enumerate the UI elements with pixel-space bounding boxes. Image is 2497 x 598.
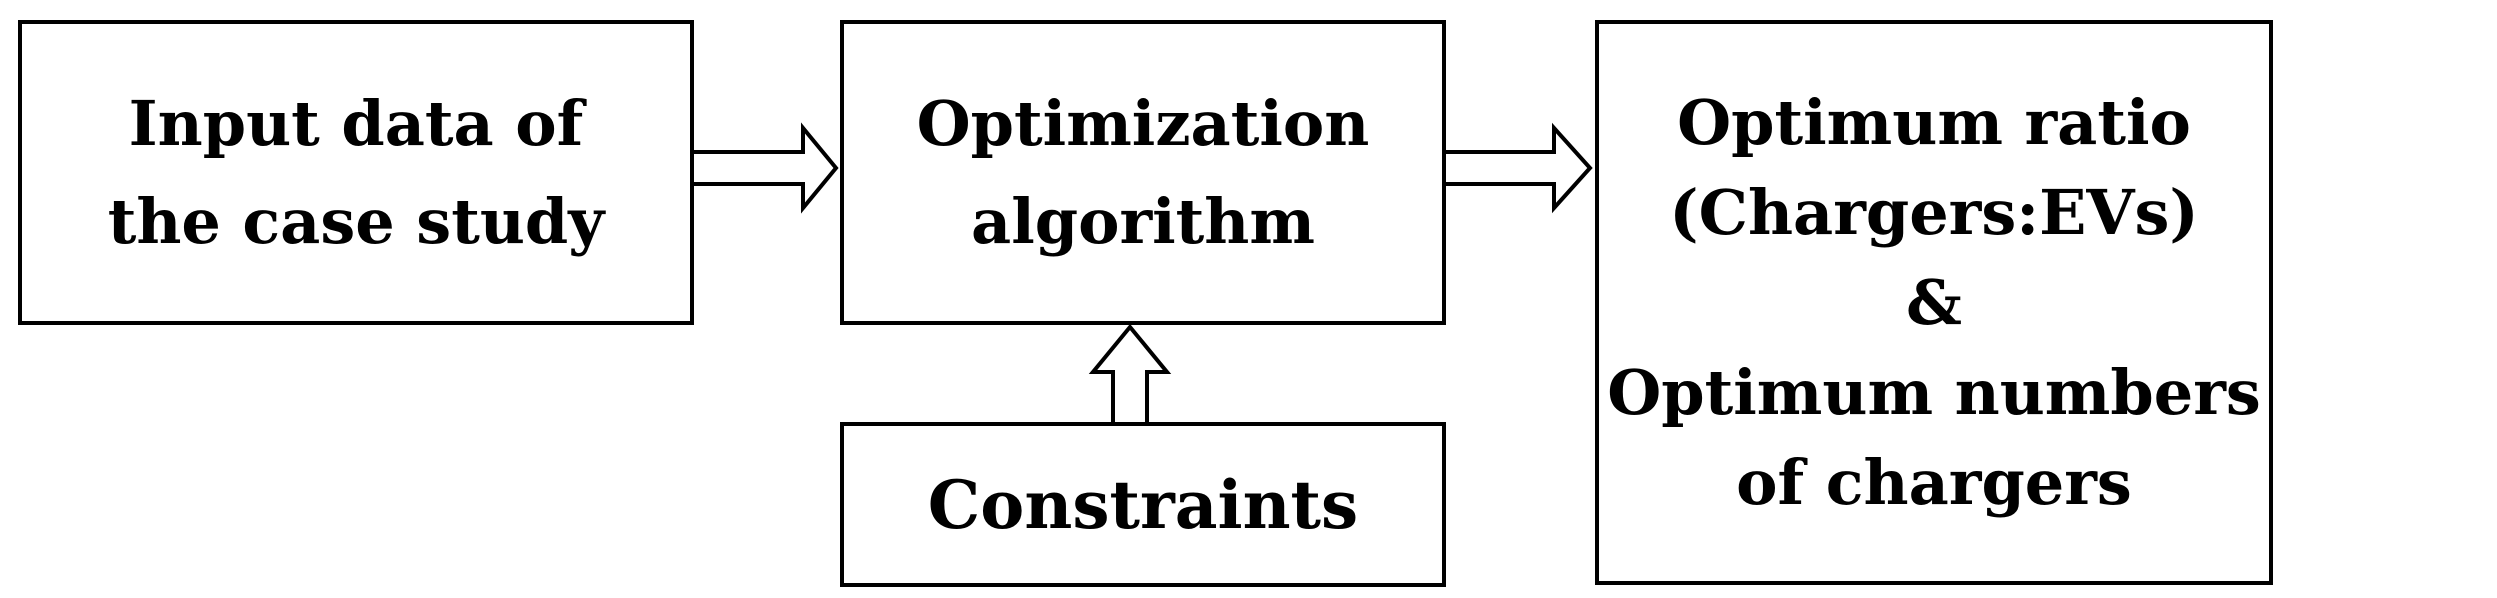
arrow-optimization-to-output	[1442, 122, 1593, 214]
output-line-4: Optimum numbers	[1607, 355, 2261, 429]
output-line-3: &	[1906, 265, 1962, 339]
output-line-5: of chargers	[1736, 445, 2132, 519]
constraints-box: Constraints	[840, 422, 1446, 587]
input-data-line-1: Input data of	[128, 86, 584, 160]
output-line-1: Optimum ratio	[1677, 85, 2191, 159]
optimization-line-1: Optimization	[916, 86, 1370, 160]
arrow-constraints-to-optimization	[1088, 323, 1172, 426]
optimization-line-2: algorithm	[971, 184, 1315, 258]
arrow-input-to-optimization	[690, 122, 839, 214]
input-data-box: Input data of the case study	[18, 20, 694, 325]
output-line-2: (Chargers:EVs)	[1669, 175, 2199, 249]
output-box: Optimum ratio (Chargers:EVs) & Optimum n…	[1595, 20, 2273, 585]
input-data-line-2: the case study	[107, 184, 605, 258]
constraints-label: Constraints	[927, 465, 1359, 544]
